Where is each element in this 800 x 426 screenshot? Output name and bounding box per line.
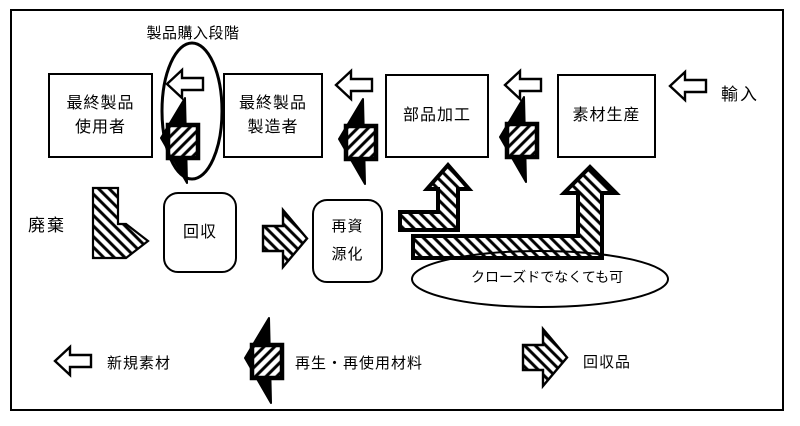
legend-label-collected-goods: 回収品: [583, 354, 632, 371]
box-final-product-user-line2: 使用者: [74, 118, 126, 136]
return-pipe-to-parts-processing-arrow: [398, 161, 474, 232]
import-arrow: [668, 70, 708, 102]
box-recycling: 再資 源化: [312, 199, 383, 283]
new-material-arrow-user: [165, 68, 205, 100]
return-pipe-to-material-production-arrow: [411, 164, 621, 260]
waste-elbow-arrow: [91, 186, 150, 260]
diagram-border: [10, 9, 784, 411]
legend-white-left-arrow-icon: [53, 345, 93, 377]
waste-label: 廃棄: [28, 216, 66, 235]
legend-hatched-right-arrow-icon: [521, 327, 569, 388]
recycled-material-arrow-maker: [339, 99, 376, 184]
legend-black-hatched-left-arrow-icon: [245, 318, 282, 403]
box-recycling-line1: 再資: [331, 218, 364, 235]
box-final-product-maker-line2: 製造者: [247, 118, 299, 136]
new-material-arrow-parts: [503, 69, 543, 101]
box-material-production: 素材生産: [557, 74, 656, 158]
purchase-stage-label: 製品購入段階: [146, 25, 240, 42]
purchase-stage-ellipse: [160, 41, 224, 181]
collection-to-recycling-arrow: [261, 208, 309, 269]
box-final-product-maker-line1: 最終製品: [238, 94, 307, 112]
box-parts-processing: 部品加工: [385, 74, 489, 158]
legend-label-new-material: 新規素材: [107, 355, 172, 372]
recycled-material-arrow-parts: [500, 97, 537, 182]
box-parts-processing-label: 部品加工: [402, 107, 471, 124]
recycled-material-arrow-user: [161, 98, 198, 183]
box-material-production-label: 素材生産: [572, 107, 641, 124]
legend-label-recycled-reused-material: 再生・再使用材料: [295, 355, 424, 372]
box-final-product-user: 最終製品 使用者: [48, 73, 153, 158]
import-label: 輸入: [721, 85, 759, 104]
box-collection-label: 回収: [182, 223, 217, 241]
box-collection: 回収: [163, 192, 237, 273]
closed-loop-note-ellipse: [411, 250, 669, 308]
box-recycling-line2: 源化: [331, 246, 364, 263]
new-material-arrow-maker: [334, 69, 374, 101]
box-final-product-user-line1: 最終製品: [66, 94, 135, 112]
box-final-product-maker: 最終製品 製造者: [223, 73, 323, 158]
closed-loop-note-label: クローズドでなくても可: [471, 269, 624, 285]
